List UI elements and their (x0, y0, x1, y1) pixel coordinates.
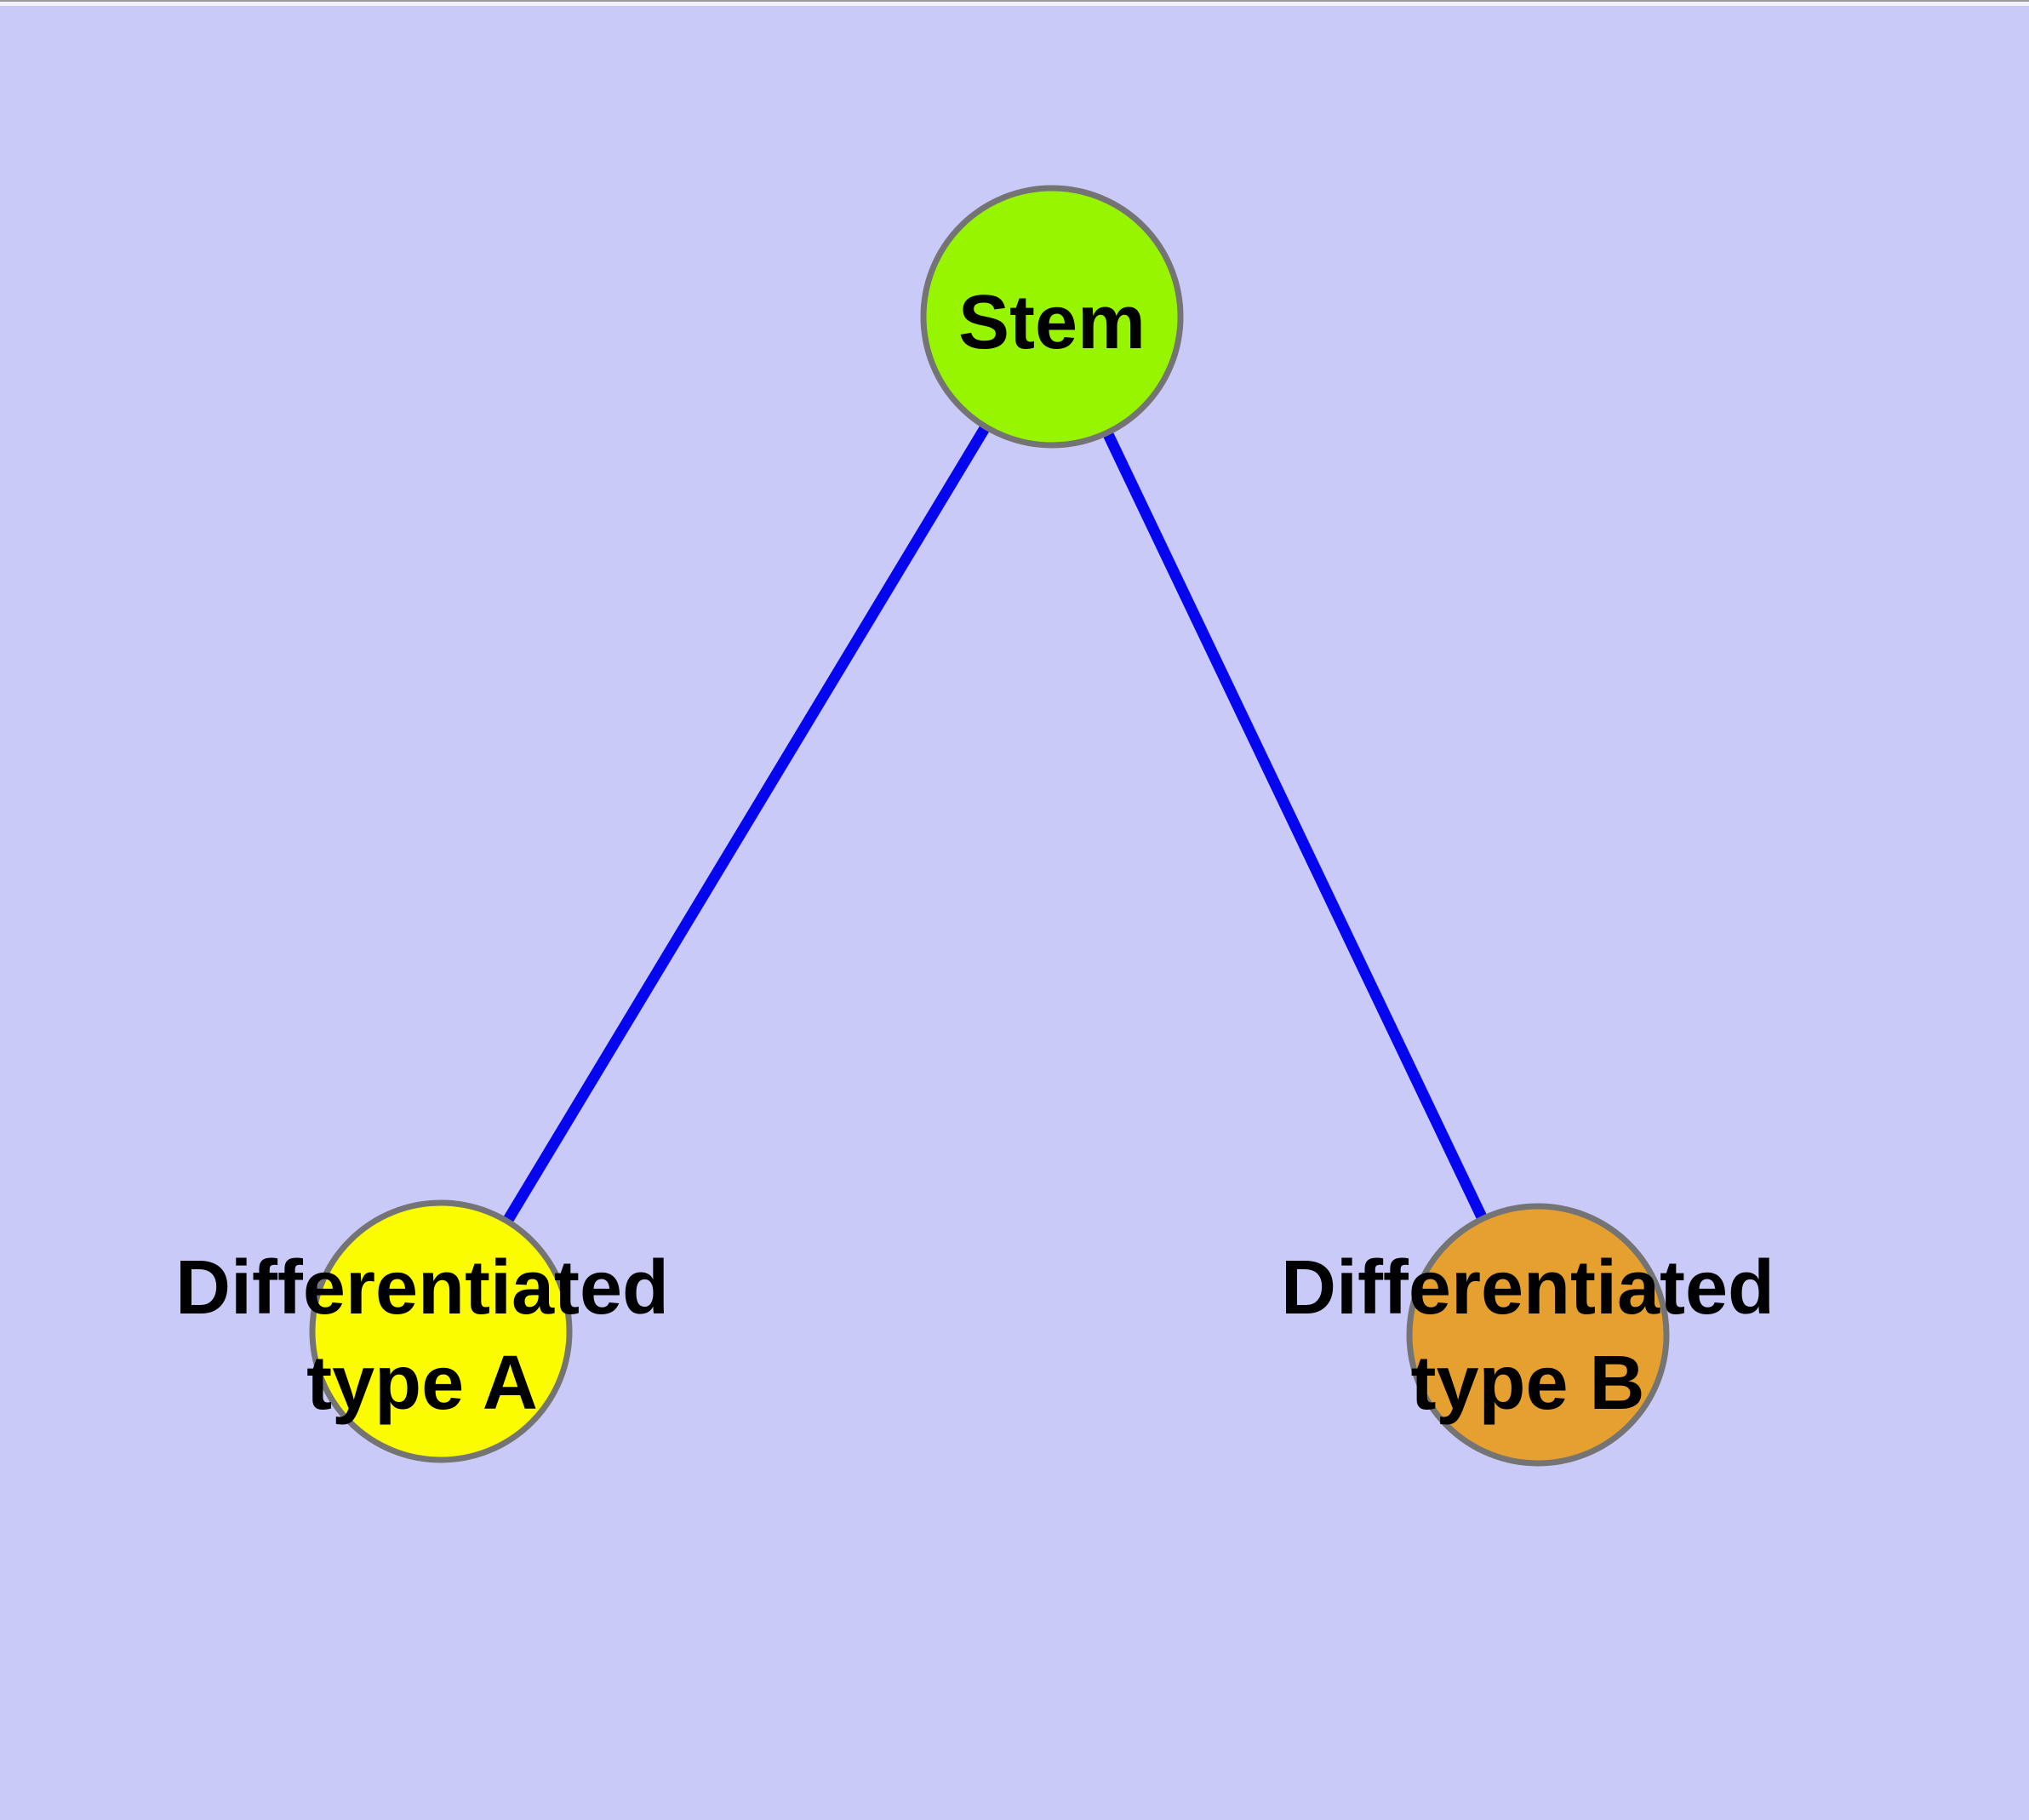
edge-stem-to-type-a (436, 313, 1057, 1335)
node-differentiated-type-b-circle (1406, 1203, 1670, 1467)
node-differentiated-type-a-circle (309, 1199, 573, 1463)
top-strip (0, 2, 2029, 6)
node-stem-label-line: Stem (958, 280, 1146, 365)
node-differentiated-type-b-label-line: type B (1410, 1341, 1644, 1426)
node-differentiated-type-a-label-line: type A (306, 1341, 538, 1426)
node-differentiated-type-b-label-line: Differentiated (1281, 1245, 1775, 1331)
top-border-line (0, 0, 2029, 2)
edge-stem-to-type-b (1047, 314, 1543, 1337)
node-differentiated-type-a-label: Differentiated type A (175, 1245, 669, 1426)
node-stem-label: Stem (958, 280, 1146, 365)
node-differentiated-type-a-label-line: Differentiated (175, 1245, 669, 1331)
node-differentiated-type-b-label: Differentiated type B (1281, 1245, 1775, 1426)
node-stem-circle (920, 185, 1184, 449)
